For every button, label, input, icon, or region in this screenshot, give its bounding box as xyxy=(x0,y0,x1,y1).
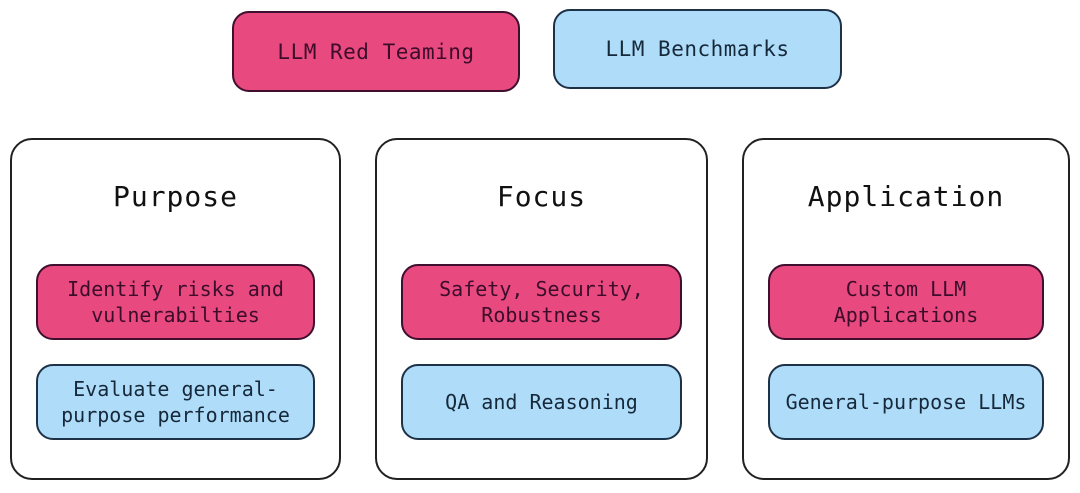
column-card-focus: Focus Safety, Security, Robustness QA an… xyxy=(375,138,708,480)
card-title-purpose: Purpose xyxy=(112,180,238,213)
card-title-application: Application xyxy=(807,180,1005,213)
red-teaming-node-label: Custom LLM Applications xyxy=(833,277,979,327)
red-teaming-node-label: Safety, Security, Robustness xyxy=(439,277,644,327)
card-title-focus: Focus xyxy=(496,180,587,213)
legend-label-red-teaming: LLM Red Teaming xyxy=(277,39,475,64)
benchmarks-node-label: Evaluate general-purpose performance xyxy=(61,377,290,427)
legend-node-red-teaming: LLM Red Teaming xyxy=(232,11,520,92)
benchmarks-node-focus: QA and Reasoning xyxy=(401,364,682,440)
benchmarks-node-label: General-purpose LLMs xyxy=(785,390,1027,414)
legend-label-benchmarks: LLM Benchmarks xyxy=(605,37,790,61)
red-teaming-node-application: Custom LLM Applications xyxy=(768,264,1044,340)
legend-node-benchmarks: LLM Benchmarks xyxy=(553,9,842,89)
red-teaming-node-label: Identify risks and vulnerabilties xyxy=(67,277,284,327)
column-card-application: Application Custom LLM Applications Gene… xyxy=(742,138,1070,480)
benchmarks-node-application: General-purpose LLMs xyxy=(768,364,1044,440)
column-card-purpose: Purpose Identify risks and vulnerabiltie… xyxy=(10,138,341,480)
red-teaming-node-focus: Safety, Security, Robustness xyxy=(401,264,682,340)
benchmarks-node-purpose: Evaluate general-purpose performance xyxy=(36,364,315,440)
benchmarks-node-label: QA and Reasoning xyxy=(445,390,638,414)
red-teaming-node-purpose: Identify risks and vulnerabilties xyxy=(36,264,315,340)
